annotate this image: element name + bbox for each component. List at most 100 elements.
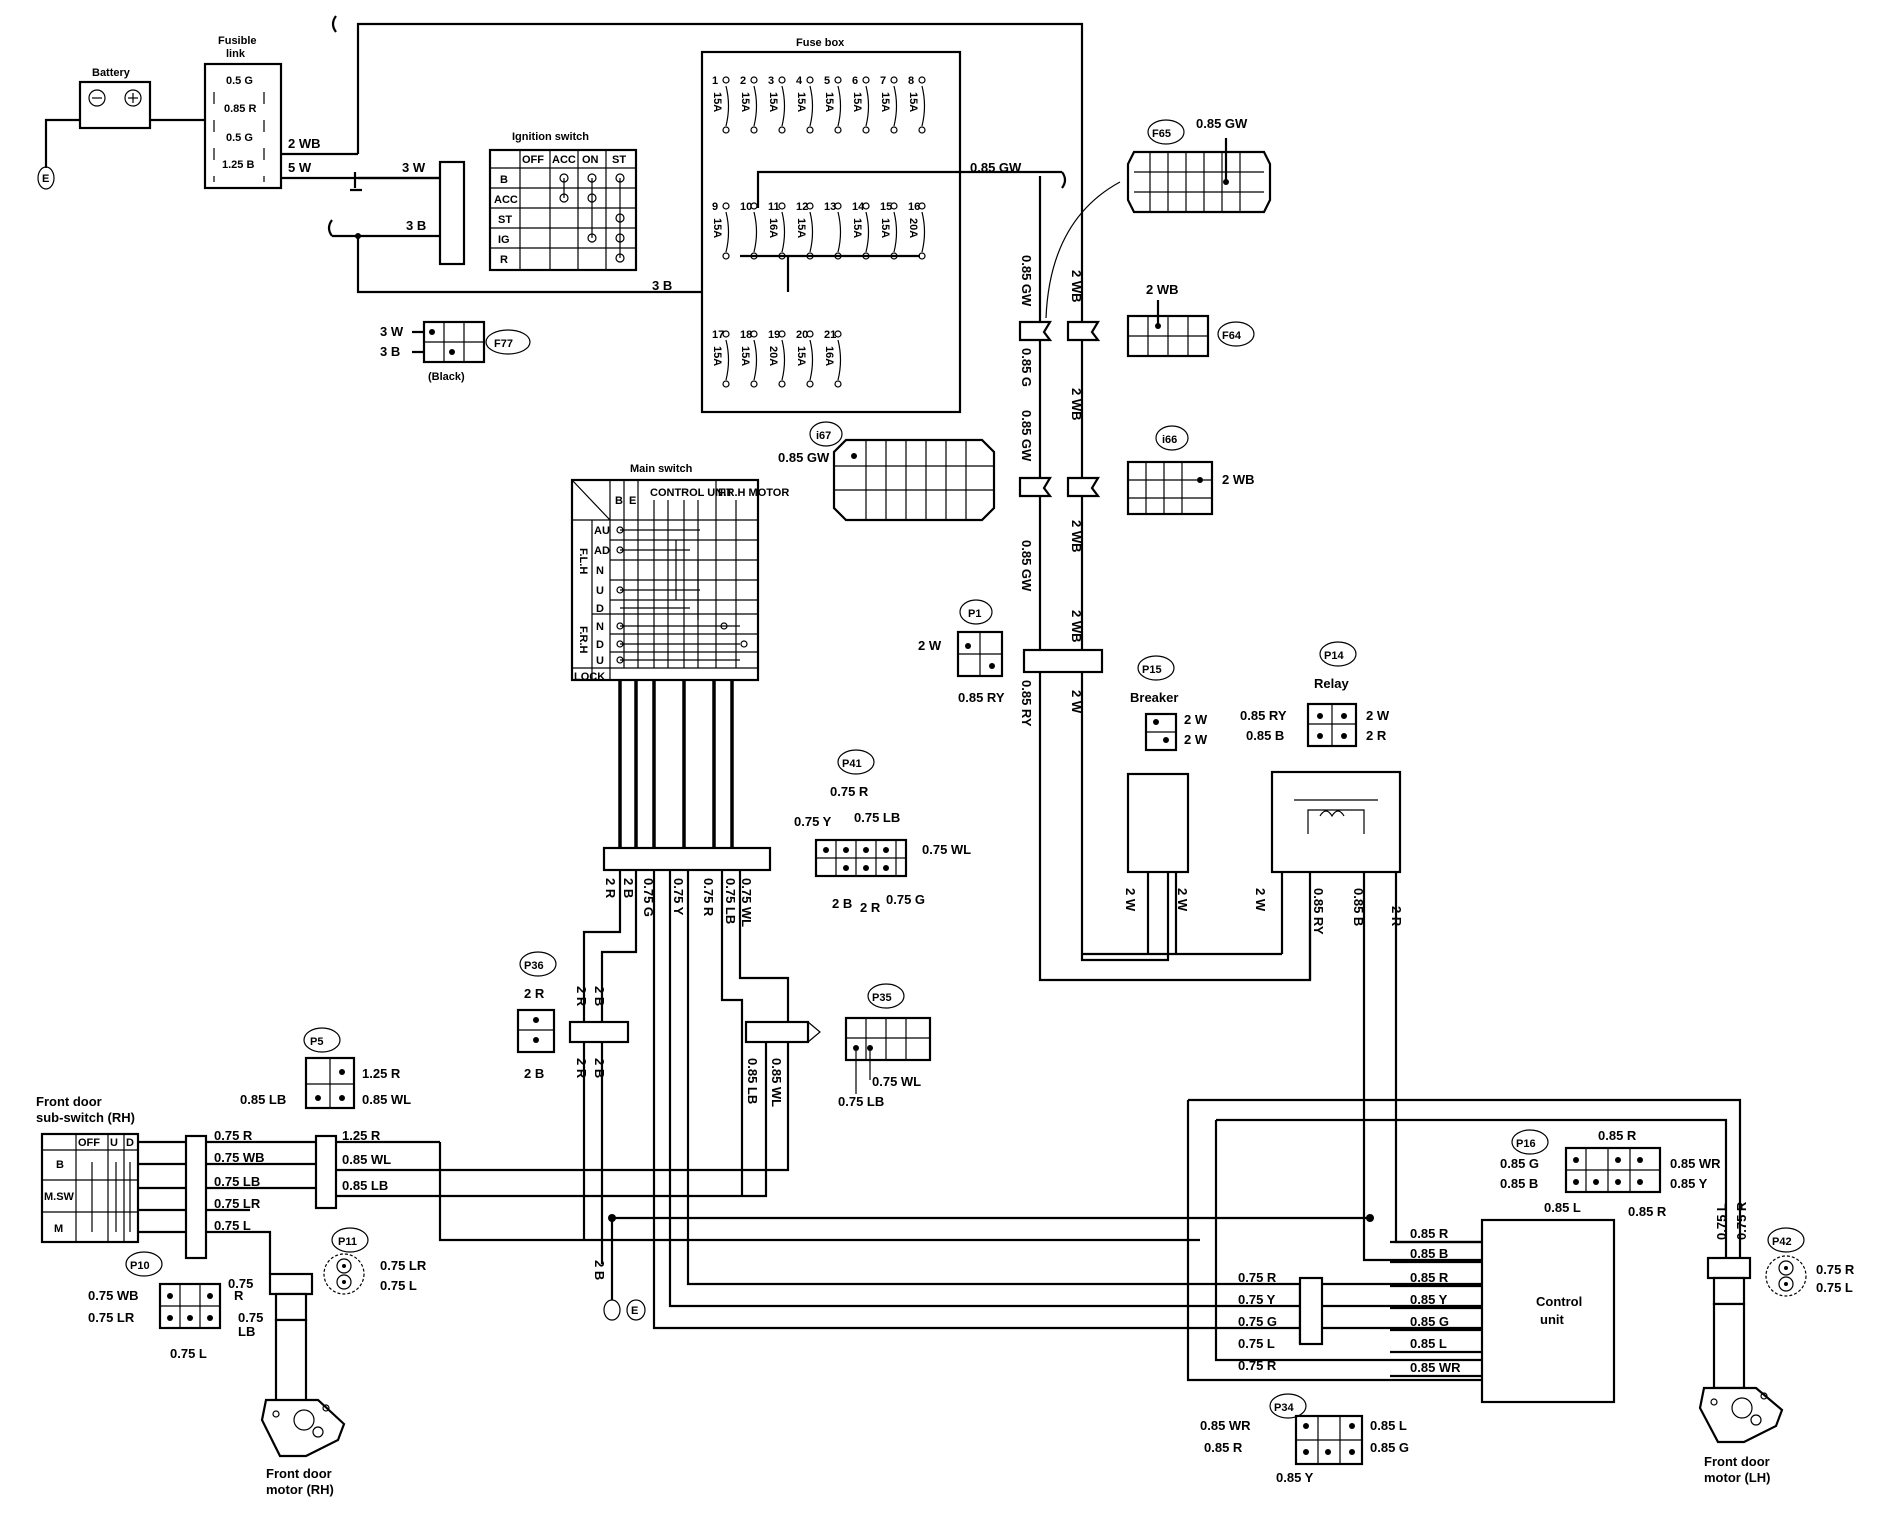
svg-text:0.85 B: 0.85 B bbox=[1246, 728, 1284, 743]
svg-text:F65: F65 bbox=[1152, 128, 1171, 140]
svg-text:ON: ON bbox=[582, 154, 599, 166]
svg-text:B: B bbox=[500, 174, 508, 186]
svg-text:0.85 LB: 0.85 LB bbox=[240, 1092, 286, 1107]
svg-text:0.75 LB: 0.75 LB bbox=[854, 810, 900, 825]
fuse-number: 4 bbox=[796, 75, 803, 87]
svg-text:0.75 WL: 0.75 WL bbox=[922, 842, 971, 857]
svg-text:0.75 Y: 0.75 Y bbox=[794, 814, 832, 829]
svg-text:0.85 GW: 0.85 GW bbox=[1019, 540, 1034, 592]
fuse-number: 1 bbox=[712, 75, 718, 87]
fuse-amp: 15A bbox=[739, 92, 751, 112]
svg-text:B: B bbox=[615, 495, 623, 507]
svg-text:0.75 WL: 0.75 WL bbox=[872, 1074, 921, 1089]
fuse-number: 17 bbox=[712, 329, 724, 341]
fuse-number: 2 bbox=[740, 75, 746, 87]
control-input-wire: 0.85 G bbox=[1410, 1314, 1449, 1329]
svg-text:0.85 R: 0.85 R bbox=[1628, 1204, 1667, 1219]
connector-p16: P16 0.85 R 0.85 G 0.85 B 0.85 L 0.85 WR … bbox=[1500, 1128, 1721, 1219]
bus-wire-label: 0.75 WL bbox=[739, 878, 754, 927]
svg-text:0.85 L: 0.85 L bbox=[1370, 1418, 1407, 1433]
control-left-wire: 0.75 R bbox=[1238, 1270, 1277, 1285]
svg-text:2 R: 2 R bbox=[524, 986, 545, 1001]
svg-text:OFF: OFF bbox=[78, 1137, 100, 1149]
svg-text:AD: AD bbox=[594, 545, 610, 557]
connector-p34: P34 0.85 WR 0.85 R 0.85 L 0.85 G 0.85 Y bbox=[1200, 1393, 1409, 1485]
svg-text:0.75 LB: 0.75 LB bbox=[214, 1174, 260, 1189]
svg-text:Relay: Relay bbox=[1314, 676, 1349, 691]
svg-text:M: M bbox=[54, 1223, 63, 1235]
svg-text:ST: ST bbox=[498, 214, 512, 226]
svg-text:Main switch: Main switch bbox=[630, 463, 693, 475]
bus-wire-label: 0.75 G bbox=[641, 878, 656, 917]
svg-text:F77: F77 bbox=[494, 338, 513, 350]
svg-text:P1: P1 bbox=[968, 608, 981, 620]
svg-text:i66: i66 bbox=[1162, 434, 1177, 446]
svg-text:0.5 G: 0.5 G bbox=[226, 132, 253, 144]
svg-text:2 B: 2 B bbox=[832, 896, 852, 911]
svg-text:3 B: 3 B bbox=[406, 218, 426, 233]
svg-text:2 R: 2 R bbox=[1389, 906, 1404, 927]
svg-text:3 W: 3 W bbox=[380, 324, 404, 339]
svg-text:2 W: 2 W bbox=[1175, 888, 1190, 912]
svg-text:E: E bbox=[631, 1305, 638, 1317]
svg-text:LOCK: LOCK bbox=[574, 671, 605, 683]
svg-text:0.85 WR: 0.85 WR bbox=[1670, 1156, 1721, 1171]
fuse-box: Fuse box 115A215A315A415A515A615A715A815… bbox=[700, 37, 1062, 414]
svg-text:0.85 Y: 0.85 Y bbox=[1276, 1470, 1314, 1485]
svg-text:Control: Control bbox=[1536, 1294, 1582, 1309]
svg-text:motor (LH): motor (LH) bbox=[1704, 1470, 1770, 1485]
svg-text:Fuse box: Fuse box bbox=[796, 37, 845, 49]
svg-text:2 WB: 2 WB bbox=[1069, 388, 1084, 421]
svg-text:i67: i67 bbox=[816, 430, 831, 442]
svg-text:0.85 GW: 0.85 GW bbox=[1196, 116, 1248, 131]
svg-text:ST: ST bbox=[612, 154, 626, 166]
svg-text:2 R: 2 R bbox=[574, 986, 589, 1007]
svg-text:0.75 G: 0.75 G bbox=[886, 892, 925, 907]
front-door-motor-lh: Front door motor (LH) bbox=[1698, 1256, 1784, 1485]
connector-p10: P10 0.75 WB 0.75 LR 0.75 L 0.75 R 0.75 L… bbox=[88, 1251, 263, 1361]
svg-text:sub-switch (RH): sub-switch (RH) bbox=[36, 1110, 135, 1125]
fuse-amp: 15A bbox=[711, 218, 723, 238]
svg-text:unit: unit bbox=[1540, 1312, 1564, 1327]
svg-text:2 B: 2 B bbox=[524, 1066, 544, 1081]
control-input-wire: 0.85 Y bbox=[1410, 1292, 1448, 1307]
fuse-amp: 20A bbox=[907, 218, 919, 238]
svg-text:P41: P41 bbox=[842, 758, 862, 770]
svg-text:3 W: 3 W bbox=[402, 160, 426, 175]
connector-p1: P1 2 W 0.85 RY bbox=[918, 599, 1005, 705]
fuse-amp: 15A bbox=[795, 218, 807, 238]
svg-text:2 W: 2 W bbox=[1184, 712, 1208, 727]
svg-text:0.85 GW: 0.85 GW bbox=[970, 160, 1022, 175]
connector-f77: 3 W 3 B F77 (Black) bbox=[380, 320, 531, 383]
fusible-link: Fusible link 0.5 G 0.85 R 0.5 G 1.25 B bbox=[203, 35, 283, 190]
svg-text:D: D bbox=[126, 1137, 134, 1149]
svg-text:CONTROL UNIT: CONTROL UNIT bbox=[650, 487, 733, 499]
connector-p11: P11 0.75 LR 0.75 L bbox=[323, 1227, 427, 1295]
fuse-amp: 16A bbox=[767, 218, 779, 238]
svg-text:5 W: 5 W bbox=[288, 160, 312, 175]
svg-text:Battery: Battery bbox=[92, 67, 131, 79]
svg-text:0.85 G: 0.85 G bbox=[1370, 1440, 1409, 1455]
svg-text:Front door: Front door bbox=[36, 1094, 102, 1109]
svg-text:0.75 L: 0.75 L bbox=[214, 1218, 251, 1233]
svg-text:Front door: Front door bbox=[1704, 1454, 1770, 1469]
svg-text:0.85 GW: 0.85 GW bbox=[1019, 410, 1034, 462]
svg-text:P5: P5 bbox=[310, 1036, 323, 1048]
fuse-number: 8 bbox=[908, 75, 914, 87]
svg-text:3 B: 3 B bbox=[380, 344, 400, 359]
svg-text:2 WB: 2 WB bbox=[1069, 520, 1084, 553]
fuse-number: 11 bbox=[768, 201, 780, 213]
fuse-number: 9 bbox=[712, 201, 718, 213]
svg-text:2 W: 2 W bbox=[1366, 708, 1390, 723]
svg-text:2 W: 2 W bbox=[1253, 888, 1268, 912]
fuse-amp: 15A bbox=[907, 92, 919, 112]
svg-text:0.85 G: 0.85 G bbox=[1500, 1156, 1539, 1171]
svg-text:P35: P35 bbox=[872, 992, 892, 1004]
svg-text:2 WB: 2 WB bbox=[1222, 472, 1255, 487]
svg-text:M.SW: M.SW bbox=[44, 1191, 75, 1203]
fuse-amp: 15A bbox=[767, 92, 779, 112]
svg-text:2 R: 2 R bbox=[1366, 728, 1387, 743]
svg-text:1.25 R: 1.25 R bbox=[342, 1128, 381, 1143]
svg-text:0.75: 0.75 bbox=[228, 1276, 253, 1291]
svg-text:0.75 LR: 0.75 LR bbox=[380, 1258, 427, 1273]
